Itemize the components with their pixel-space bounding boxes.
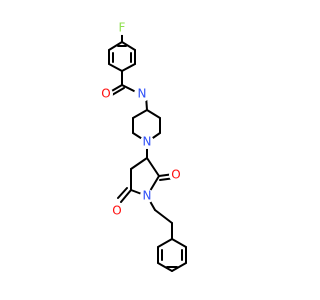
amide-oxygen-label: O bbox=[101, 87, 110, 101]
bond-ring-bottom-to-bottom-left bbox=[108, 63, 123, 72]
bond-piperidine-c3-left-to-c4 bbox=[132, 109, 148, 119]
pyrrolidine-nitrogen-atom: N bbox=[140, 189, 154, 203]
bond-carbonyl-double-2 bbox=[111, 87, 125, 96]
bond-ring-bottom-right-to-bottom bbox=[121, 63, 136, 72]
fluorine-atom: F bbox=[115, 21, 129, 35]
fluorine-label: F bbox=[119, 21, 126, 35]
bond-piperidine-c4-to-c3-right bbox=[146, 109, 161, 119]
bond-pyrrolidine-oxo-left-2 bbox=[117, 187, 128, 199]
molecule-svg: F O N N N O O bbox=[99, 20, 187, 272]
bond-pyrrolidine-c4-to-c3 bbox=[130, 157, 148, 170]
oxo-oxygen-right-label: O bbox=[171, 168, 180, 182]
oxo-oxygen-left-atom: O bbox=[110, 204, 124, 218]
molecule-structure-diagram: F O N N N O O bbox=[99, 20, 187, 272]
bond-ring-top-to-top-right bbox=[121, 41, 136, 51]
bond-carbonyl-to-amide-nitrogen bbox=[121, 84, 137, 93]
piperidine-nitrogen-label: N bbox=[143, 135, 152, 149]
bond-phenyl-top-to-top-right bbox=[171, 238, 187, 248]
bond-pyrrolidine-oxo-left-1 bbox=[120, 189, 132, 203]
bond-phenyl-top-left-to-top bbox=[157, 238, 173, 248]
amide-nitrogen-atom: N bbox=[134, 86, 150, 102]
oxo-oxygen-right-atom: O bbox=[169, 168, 183, 182]
amide-nitrogen-label: N bbox=[138, 87, 147, 101]
bond-ring-top-left-to-top bbox=[108, 41, 123, 51]
bond-phenyl-bottom-to-bottom-left bbox=[157, 262, 173, 272]
amide-oxygen-atom: O bbox=[99, 87, 113, 101]
bonds-layer bbox=[108, 31, 187, 272]
pyrrolidine-nitrogen-label: N bbox=[143, 189, 152, 203]
bond-phenyl-bottom-right-to-bottom bbox=[171, 262, 187, 272]
atom-labels-layer: F O N N N O O bbox=[99, 21, 183, 218]
bond-pyrrolidine-c3-to-c2 bbox=[146, 157, 160, 177]
bond-ethyl-c1-to-c2 bbox=[154, 209, 173, 224]
piperidine-nitrogen-atom: N bbox=[140, 135, 154, 149]
oxo-oxygen-left-label: O bbox=[112, 204, 121, 218]
